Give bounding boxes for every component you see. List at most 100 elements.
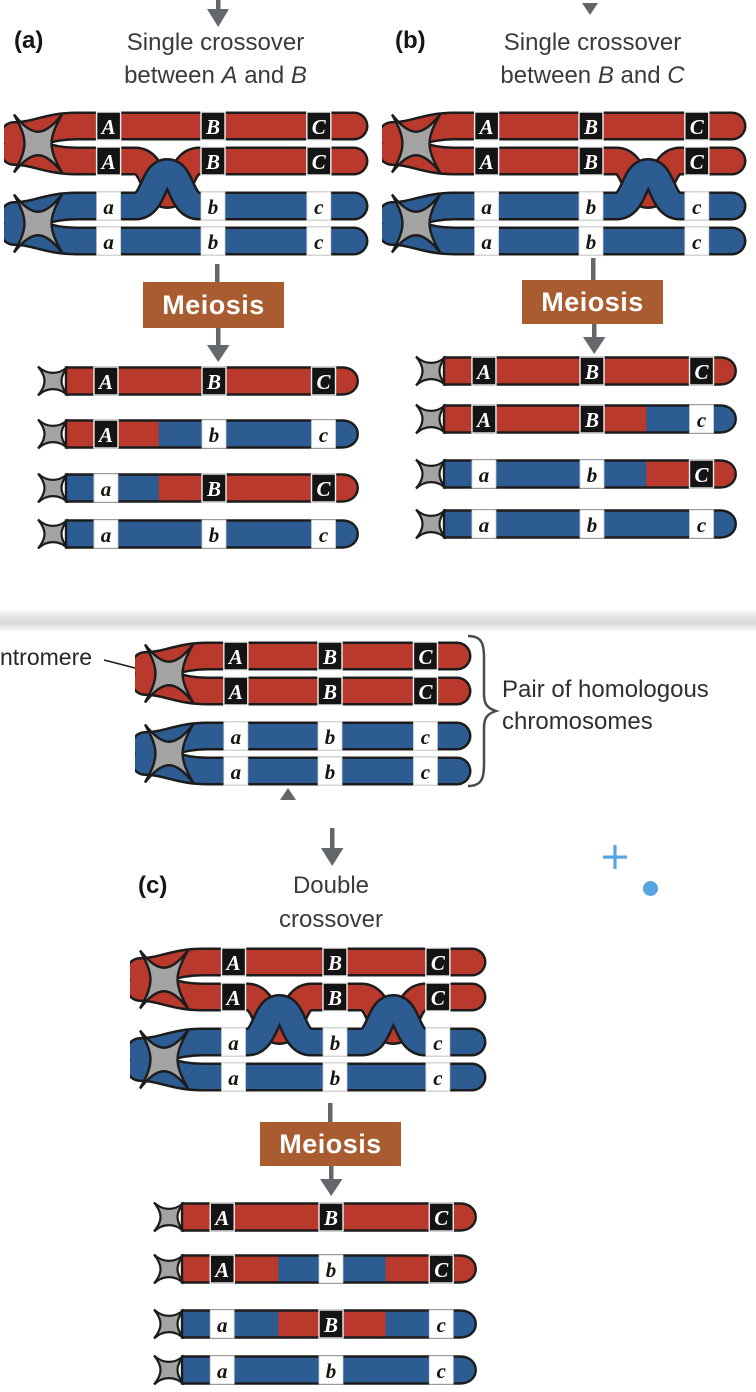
svg-text:B: B (323, 1313, 338, 1337)
meiosis-box: Meiosis (522, 280, 663, 324)
svg-text:b: b (586, 230, 597, 254)
arrow-down-icon (321, 828, 344, 866)
title-word: and (244, 62, 285, 89)
svg-text:b: b (325, 760, 336, 784)
svg-text:A: A (100, 150, 116, 174)
svg-text:c: c (319, 423, 329, 447)
page-separator (0, 610, 756, 632)
svg-text:b: b (326, 1258, 337, 1282)
panel-b-title-line2: between B and C (465, 60, 720, 91)
svg-text:B: B (583, 115, 598, 139)
title-word: between (124, 62, 215, 89)
svg-text:a: a (481, 195, 492, 219)
svg-text:C: C (418, 680, 433, 704)
svg-text:b: b (330, 1031, 341, 1055)
svg-text:a: a (103, 195, 114, 219)
svg-text:A: A (227, 680, 243, 704)
svg-text:A: A (225, 951, 241, 975)
svg-text:a: a (228, 1031, 239, 1055)
panel-a-title-line2: between A and B (88, 60, 343, 91)
svg-text:c: c (692, 230, 702, 254)
panel-a-title-line1: Single crossover (126, 29, 305, 56)
svg-text:c: c (314, 230, 324, 254)
meiosis-label: Meiosis (279, 1128, 382, 1159)
svg-text:a: a (101, 523, 112, 547)
svg-text:B: B (322, 645, 337, 669)
pair-label-line1: Pair of homologous (502, 676, 709, 703)
svg-text:a: a (231, 725, 242, 749)
svg-text:B: B (206, 477, 221, 501)
svg-text:A: A (97, 370, 113, 394)
panel-b-label: (b) (395, 27, 426, 54)
svg-text:b: b (325, 725, 336, 749)
meiosis-box: Meiosis (143, 282, 284, 328)
panel-c-title-line1: Double (292, 872, 370, 899)
panel-a-label: (a) (14, 27, 44, 54)
pair-label-line2: chromosomes (502, 708, 653, 735)
svg-text:c: c (319, 523, 329, 547)
meiosis-label: Meiosis (541, 286, 644, 317)
arrow-down-icon (207, 0, 229, 27)
svg-text:A: A (475, 360, 491, 384)
svg-text:a: a (479, 463, 490, 487)
cursor-dot (643, 881, 658, 896)
svg-text:A: A (213, 1206, 229, 1230)
svg-text:a: a (217, 1313, 228, 1337)
arrowhead-icon (582, 3, 598, 15)
svg-text:c: c (697, 513, 707, 537)
svg-text:b: b (326, 1359, 337, 1383)
brace-icon (467, 634, 500, 788)
svg-text:c: c (421, 725, 431, 749)
panel-c-title-line2: crossover (231, 904, 431, 935)
svg-text:a: a (101, 477, 112, 501)
svg-text:A: A (213, 1258, 229, 1282)
svg-text:a: a (231, 760, 242, 784)
centromere-label: ntromere (0, 644, 93, 670)
svg-text:B: B (323, 1206, 338, 1230)
svg-text:c: c (314, 195, 324, 219)
gene-letter: B (290, 62, 307, 89)
svg-text:C: C (418, 645, 433, 669)
svg-text:A: A (478, 115, 494, 139)
gene-letter: A (221, 62, 238, 89)
svg-text:c: c (697, 408, 707, 432)
svg-text:B: B (327, 951, 342, 975)
panel-b-title-line1: Single crossover (503, 29, 682, 56)
svg-text:a: a (228, 1066, 239, 1090)
svg-text:b: b (586, 195, 597, 219)
gene-letter: C (667, 62, 685, 89)
svg-text:b: b (208, 230, 219, 254)
svg-text:A: A (227, 645, 243, 669)
arrow-shaft (215, 264, 220, 284)
svg-text:C: C (431, 986, 446, 1010)
cursor-plus-icon (603, 845, 627, 869)
gene-letter: B (597, 62, 614, 89)
arrow-shaft (591, 258, 596, 280)
arrow-down-icon (320, 1166, 343, 1196)
svg-text:B: B (327, 986, 342, 1010)
svg-text:A: A (97, 423, 113, 447)
svg-text:c: c (421, 760, 431, 784)
svg-text:b: b (330, 1066, 341, 1090)
svg-text:A: A (478, 150, 494, 174)
meiosis-box: Meiosis (260, 1122, 401, 1166)
svg-text:b: b (587, 463, 598, 487)
svg-text:c: c (433, 1031, 443, 1055)
svg-text:B: B (584, 360, 599, 384)
svg-text:a: a (217, 1359, 228, 1383)
arrow-down-icon (207, 328, 230, 362)
svg-text:C: C (317, 370, 332, 394)
